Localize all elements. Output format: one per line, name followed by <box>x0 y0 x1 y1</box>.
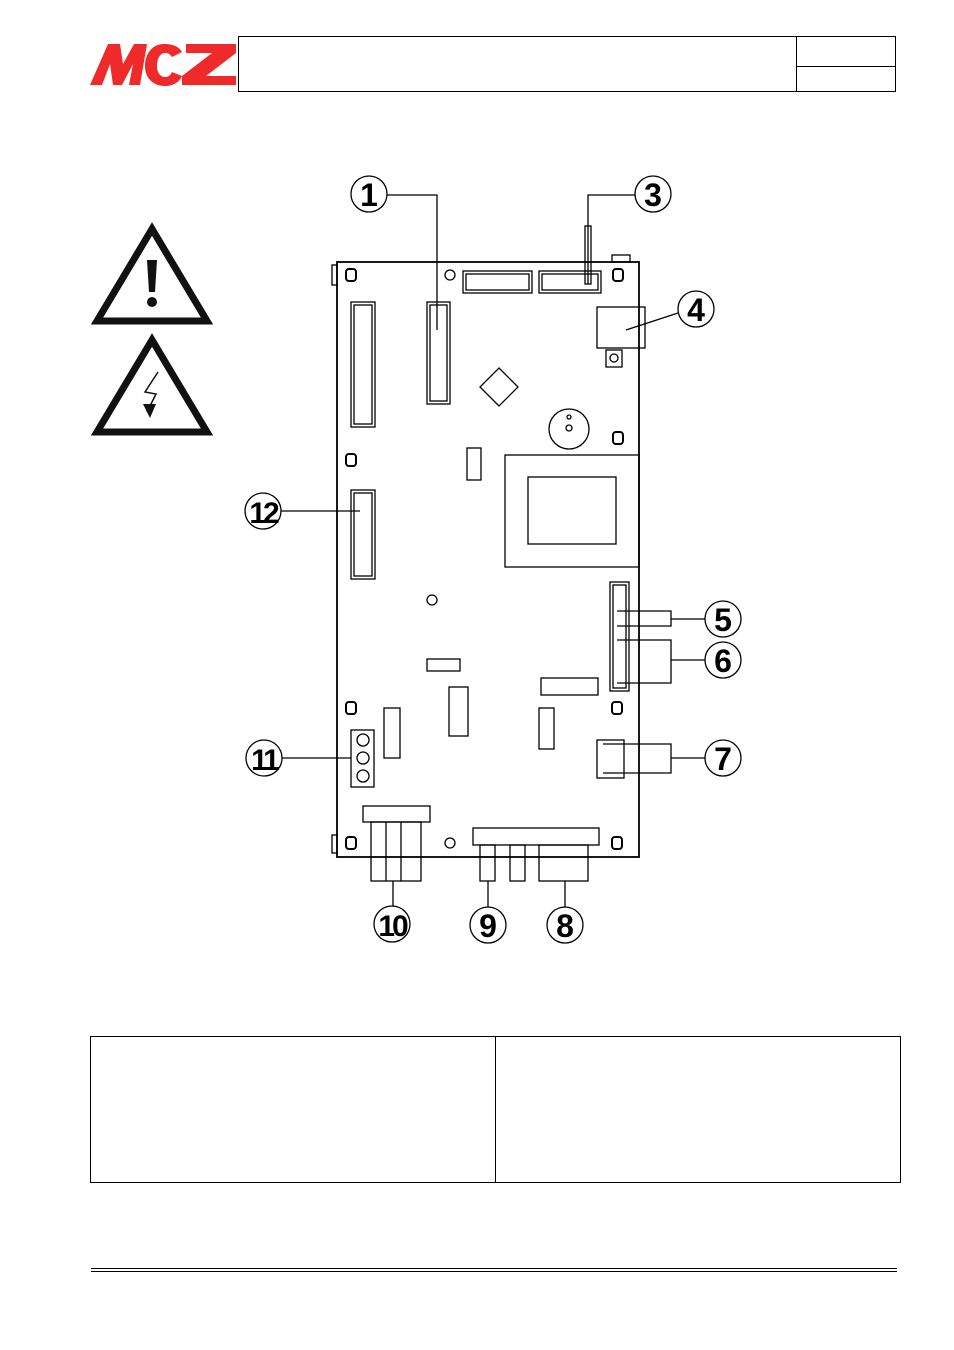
svg-text:12: 12 <box>249 497 279 530</box>
header-box <box>238 36 896 92</box>
callout-5: 5 <box>704 600 742 638</box>
svg-text:10: 10 <box>378 910 408 943</box>
mcz-logo <box>90 42 238 88</box>
table-cell-right <box>496 1037 900 1182</box>
callout-12: 12 <box>244 492 282 530</box>
callout-3: 3 <box>634 175 672 213</box>
footer-rule-2 <box>91 1271 897 1272</box>
callout-9: 9 <box>469 906 507 944</box>
svg-text:7: 7 <box>714 741 732 777</box>
warning-general-icon <box>90 222 214 325</box>
svg-text:3: 3 <box>644 177 662 213</box>
svg-text:4: 4 <box>687 292 705 328</box>
info-table <box>90 1036 901 1183</box>
svg-text:6: 6 <box>714 643 732 679</box>
callout-11: 11 <box>245 739 283 777</box>
callouts: 1 3 4 5 6 7 8 9 10 11 12 <box>244 175 742 944</box>
mounting-holes <box>345 268 624 850</box>
callout-4: 4 <box>677 290 715 328</box>
board-diagram: 1 3 4 5 6 7 8 9 10 11 12 <box>90 175 742 944</box>
callout-8: 8 <box>546 906 584 944</box>
callout-1: 1 <box>350 175 388 213</box>
svg-text:9: 9 <box>479 908 497 944</box>
warning-electric-icon <box>90 333 214 436</box>
svg-text:8: 8 <box>556 908 574 944</box>
svg-text:11: 11 <box>251 744 279 777</box>
svg-text:1: 1 <box>360 177 378 213</box>
callout-7: 7 <box>704 739 742 777</box>
callout-6: 6 <box>704 641 742 679</box>
footer-rule <box>91 1268 897 1269</box>
table-cell-left <box>91 1037 496 1182</box>
svg-text:5: 5 <box>714 602 732 638</box>
callout-10: 10 <box>373 905 411 943</box>
